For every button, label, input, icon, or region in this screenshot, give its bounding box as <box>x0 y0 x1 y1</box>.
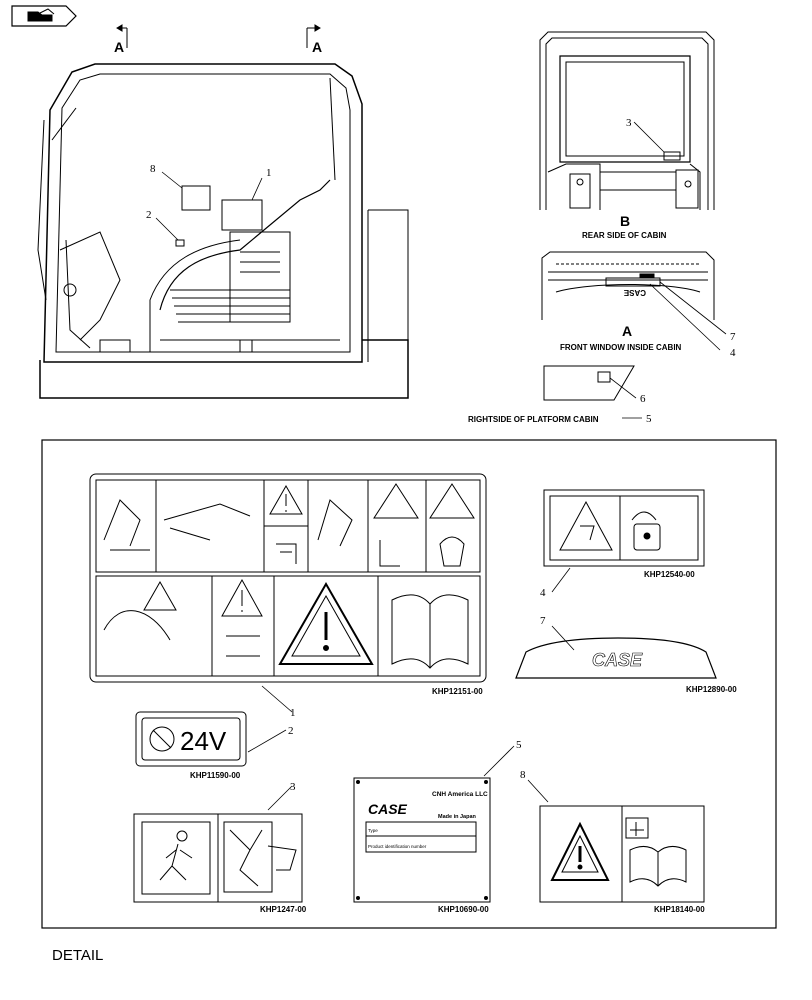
decal-4 <box>543 489 705 567</box>
cabin-side-view <box>37 63 409 399</box>
decal-8-part: KHP18140-00 <box>654 905 705 914</box>
detail-label: DETAIL <box>52 947 103 964</box>
section-mark-left <box>116 24 128 48</box>
front-view-caption: FRONT WINDOW INSIDE CABIN <box>560 343 682 352</box>
callout-5-platform: 5 <box>646 413 652 425</box>
rear-view-caption: REAR SIDE OF CABIN <box>582 231 667 240</box>
callout-6-platform: 6 <box>640 393 646 405</box>
callout-2: 2 <box>146 209 152 221</box>
decal-7 <box>515 637 717 679</box>
decal-1 <box>89 473 487 683</box>
platform-view-caption: RIGHTSIDE OF PLATFORM CABIN <box>468 415 599 424</box>
decal-8 <box>539 805 705 903</box>
navigation-icon[interactable] <box>11 5 77 27</box>
detail-frame <box>41 439 777 929</box>
decal-1-ref: 1 <box>290 707 296 719</box>
decal-6-position <box>597 371 611 383</box>
decal-8-ref: 8 <box>520 769 526 781</box>
plate-company: CNH America LLC <box>432 791 488 798</box>
decal-4-ref: 4 <box>540 587 546 599</box>
decal-5-ref: 5 <box>516 739 522 751</box>
callout-4-front: 4 <box>730 347 736 359</box>
decal-2 <box>135 711 247 767</box>
front-window-view <box>541 251 727 351</box>
decal-4-part: KHP12540-00 <box>644 570 695 579</box>
plate-type: Type <box>368 828 378 833</box>
decal-1-part: KHP12151-00 <box>432 687 483 696</box>
section-mark-right <box>306 24 321 48</box>
decal-2-position <box>175 239 185 247</box>
decal-2-text: 24V <box>180 726 227 756</box>
decal-5-part: KHP10690-00 <box>438 905 489 914</box>
plate-origin: Made in Japan <box>438 814 477 820</box>
rear-view-letter: B <box>620 213 630 229</box>
front-window-logo: CASE <box>623 288 646 297</box>
decal-8-position <box>181 185 211 211</box>
decal-3-part: KHP1247-00 <box>260 905 307 914</box>
callout-7-front: 7 <box>730 331 736 343</box>
plate-pin: Product identification number <box>368 844 427 849</box>
decal-7-text: CASE <box>592 650 643 670</box>
rear-cabin-view <box>539 31 715 210</box>
decal-3-position <box>663 151 681 161</box>
decal-2-part: KHP11590-00 <box>190 771 241 780</box>
decal-7-part: KHP12890-00 <box>686 685 737 694</box>
decal-2-ref: 2 <box>288 725 294 737</box>
decal-3 <box>133 813 303 903</box>
callout-1: 1 <box>266 167 272 179</box>
decal-3-ref: 3 <box>290 781 296 793</box>
decal-1-position <box>221 199 263 231</box>
plate-brand: CASE <box>368 801 408 817</box>
section-mark-left-label: A <box>114 39 124 55</box>
decal-5 <box>353 777 491 903</box>
front-view-letter: A <box>622 323 632 339</box>
section-mark-right-label: A <box>312 39 322 55</box>
platform-view <box>543 365 637 401</box>
callout-8: 8 <box>150 163 156 175</box>
decal-7-ref: 7 <box>540 615 546 627</box>
callout-3-rear: 3 <box>626 117 632 129</box>
decal-4-position <box>639 273 655 279</box>
